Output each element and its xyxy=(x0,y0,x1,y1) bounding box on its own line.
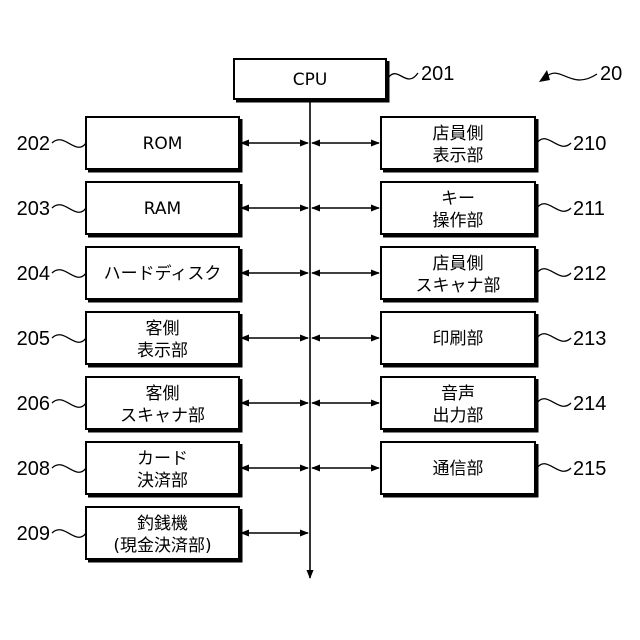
right-units: 店員側表示部210キー操作部211店員側スキャナ部212印刷部213音声出力部2… xyxy=(312,117,606,496)
clerk-display-ref-leader xyxy=(537,139,571,147)
printer-ref-leader xyxy=(537,334,571,342)
hard-disk-block: ハードディスク 204 xyxy=(17,247,308,301)
printer-ref-number: 213 xyxy=(573,328,606,350)
rom-block: ROM 202 xyxy=(17,117,308,171)
change-machine-ref-leader xyxy=(52,530,86,538)
change-machine-label-line-2: (現金決済部) xyxy=(113,536,211,556)
clerk-display-block: 店員側表示部 210 xyxy=(312,117,606,171)
hard-disk-ref-leader xyxy=(52,270,86,278)
clerk-display-ref-number: 210 xyxy=(573,133,606,155)
rom-label: ROM xyxy=(143,134,183,154)
rom-ref-leader xyxy=(52,140,86,148)
key-operation-label-line-1: キー xyxy=(441,189,475,209)
audio-output-block: 音声出力部 214 xyxy=(312,377,606,431)
figure-ref-leader xyxy=(545,73,597,80)
rom-ref-number: 202 xyxy=(17,133,50,155)
hard-disk-ref-number: 204 xyxy=(17,263,50,285)
card-payment-label-line-2: 決済部 xyxy=(137,471,188,491)
clerk-display-label-line-2: 表示部 xyxy=(433,146,484,166)
cpu-ref-leader xyxy=(388,73,418,79)
audio-output-ref-leader xyxy=(537,399,571,407)
cpu-block: CPU xyxy=(234,59,388,101)
customer-display-ref-leader xyxy=(52,335,86,343)
communication-ref-number: 215 xyxy=(573,458,606,480)
ram-label: RAM xyxy=(144,199,181,219)
card-payment-label-line-1: カード xyxy=(137,449,188,469)
audio-output-ref-number: 214 xyxy=(573,393,606,415)
printer-block: 印刷部 213 xyxy=(312,312,606,366)
communication-ref-leader xyxy=(537,464,571,472)
clerk-scanner-ref-leader xyxy=(537,269,571,277)
hard-disk-label: ハードディスク xyxy=(104,263,222,284)
ram-block: RAM 203 xyxy=(17,182,308,236)
card-payment-ref-number: 208 xyxy=(17,458,50,480)
clerk-scanner-ref-number: 212 xyxy=(573,263,606,285)
key-operation-ref-leader xyxy=(537,204,571,212)
change-machine-ref-number: 209 xyxy=(17,523,50,545)
ram-ref-number: 203 xyxy=(17,198,50,220)
cpu-label: CPU xyxy=(293,70,328,90)
customer-scanner-block: 客側スキャナ部 206 xyxy=(17,377,308,431)
clerk-display-label-line-1: 店員側 xyxy=(433,124,484,144)
customer-display-label-line-2: 表示部 xyxy=(137,341,188,361)
customer-scanner-label-line-2: スキャナ部 xyxy=(120,406,205,426)
ram-ref-leader xyxy=(52,205,86,213)
cpu-ref-number: 201 xyxy=(421,63,454,85)
change-machine-label-line-1: 釣銭機 xyxy=(137,514,188,534)
customer-scanner-label-line-1: 客側 xyxy=(146,384,180,404)
clerk-scanner-block: 店員側スキャナ部 212 xyxy=(312,247,606,301)
clerk-scanner-label-line-1: 店員側 xyxy=(433,254,484,274)
key-operation-ref-number: 211 xyxy=(573,198,605,220)
customer-scanner-ref-leader xyxy=(52,400,86,408)
key-operation-block: キー操作部 211 xyxy=(312,182,605,236)
clerk-scanner-label-line-2: スキャナ部 xyxy=(416,276,501,296)
printer-label: 印刷部 xyxy=(433,329,484,349)
left-units: ROM202RAM203ハードディスク204客側表示部205客側スキャナ部206… xyxy=(17,117,308,561)
customer-scanner-ref-number: 206 xyxy=(17,393,50,415)
audio-output-label-line-2: 出力部 xyxy=(433,406,484,426)
communication-block: 通信部 215 xyxy=(312,442,606,496)
communication-label: 通信部 xyxy=(433,459,484,479)
audio-output-label-line-1: 音声 xyxy=(441,384,475,404)
figure-ref-number: 20 xyxy=(600,63,622,85)
customer-display-label-line-1: 客側 xyxy=(146,319,180,339)
change-machine-block: 釣銭機(現金決済部) 209 xyxy=(17,507,308,561)
card-payment-block: カード決済部 208 xyxy=(17,442,308,496)
figure-ref-arrowhead xyxy=(539,70,550,82)
customer-display-block: 客側表示部 205 xyxy=(17,312,308,366)
customer-display-ref-number: 205 xyxy=(17,328,50,350)
key-operation-label-line-2: 操作部 xyxy=(433,211,484,231)
card-payment-ref-leader xyxy=(52,465,86,473)
